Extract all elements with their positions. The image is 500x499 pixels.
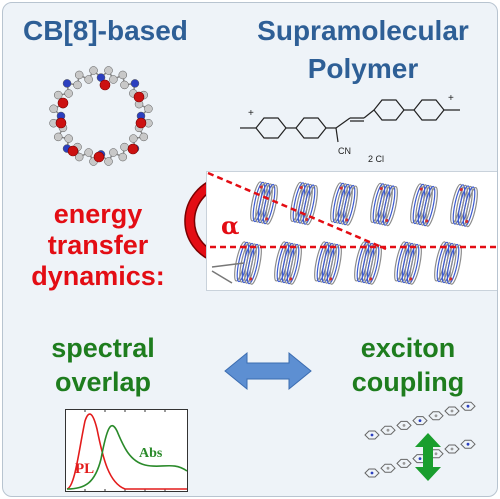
counterion-label: 2 Cl [368, 154, 384, 164]
exciton-label: exciton [360, 333, 456, 363]
pl-label: PL [75, 461, 94, 477]
title-left: CB[8]-based [23, 15, 188, 46]
charge-symbol-1: + [248, 108, 254, 119]
double-arrow-icon [224, 351, 312, 391]
energy-label: energy [53, 199, 143, 229]
title-right-line1: Supramolecular [257, 15, 469, 46]
overlap-label: overlap [54, 367, 152, 397]
guest-molecule-structure: + + CN 2 Cl [240, 93, 460, 164]
cyano-group-label: CN [338, 146, 351, 156]
charge-symbol-2: + [448, 93, 454, 104]
coupling-label: coupling [351, 367, 465, 397]
spectral-label: spectral [51, 333, 155, 363]
transfer-label: transfer [47, 230, 149, 260]
title-right-line2: Polymer [307, 53, 419, 84]
dynamics-label: dynamics: [31, 261, 165, 291]
polymer-chains [211, 181, 478, 285]
cb8-macrocycle [49, 66, 153, 166]
abs-label: Abs [139, 446, 163, 461]
spectral-overlap-plot: PL Abs [65, 409, 188, 492]
angle-alpha-symbol: α [221, 211, 240, 240]
angle-indicator-lines [207, 171, 497, 251]
abs-curve [66, 425, 188, 490]
pl-curve [66, 413, 187, 490]
vertical-double-arrow-icon [415, 433, 441, 481]
